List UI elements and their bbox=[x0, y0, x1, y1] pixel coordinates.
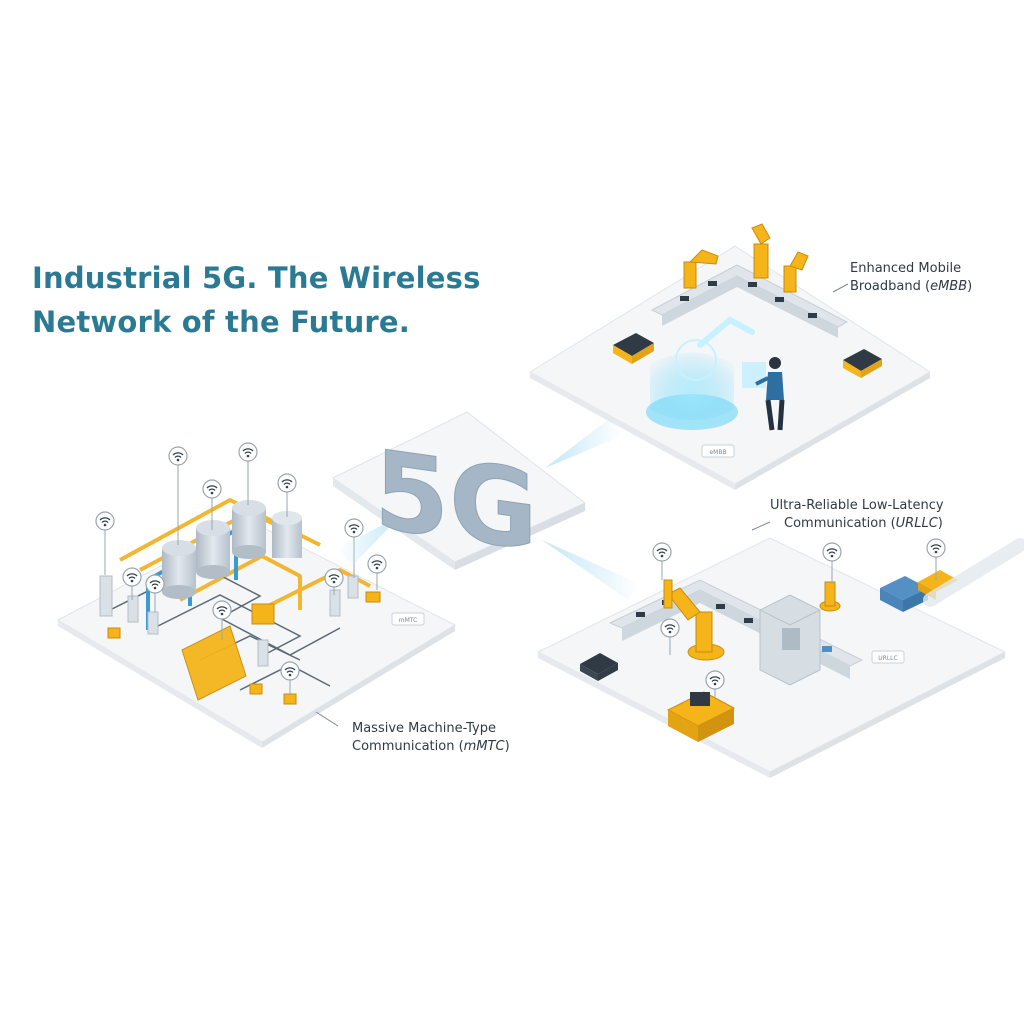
title-line-2: Network of the Future. bbox=[32, 305, 411, 339]
embb-callout-line-2: Broadband (eMBB) bbox=[850, 279, 973, 294]
urllc-callout-line-2: Communication (URLLC) bbox=[784, 516, 943, 531]
tank-icon bbox=[272, 511, 302, 558]
urllc-platform: URLLC bbox=[536, 537, 1024, 778]
tank-icon bbox=[162, 540, 196, 599]
person-icon bbox=[755, 357, 785, 431]
urllc-callout: Ultra-Reliable Low-Latency Communication… bbox=[770, 497, 944, 533]
pallet-icon bbox=[613, 333, 882, 378]
mmtc-leader-line bbox=[315, 711, 339, 727]
urllc-tag: URLLC bbox=[878, 655, 897, 662]
urllc-leader-line bbox=[751, 521, 771, 531]
embb-callout: Enhanced Mobile Broadband (eMBB) bbox=[850, 260, 972, 296]
inspection-station bbox=[759, 594, 821, 686]
page-title: Industrial 5G. The Wireless Network of t… bbox=[32, 256, 481, 344]
mmtc-callout-line-2: Communication (mMTC) bbox=[352, 739, 510, 754]
5g-hub: 5G bbox=[332, 411, 586, 576]
embb-callout-line-1: Enhanced Mobile bbox=[850, 261, 962, 276]
5g-label: 5G bbox=[374, 426, 538, 575]
title-line-1: Industrial 5G. The Wireless bbox=[32, 261, 481, 295]
pallet-icon bbox=[880, 570, 958, 612]
tank-icon bbox=[232, 500, 266, 559]
robot-arm-icon bbox=[819, 581, 841, 612]
mmtc-callout-line-1: Massive Machine-Type bbox=[352, 721, 496, 736]
urllc-callout-line-1: Ultra-Reliable Low-Latency bbox=[770, 498, 944, 513]
signal-beams bbox=[338, 418, 640, 600]
embb-tag: eMBB bbox=[709, 449, 726, 456]
embb-platform: eMBB bbox=[529, 223, 931, 490]
mmtc-callout: Massive Machine-Type Communication (mMTC… bbox=[352, 720, 510, 756]
hologram-robot-icon bbox=[646, 316, 766, 430]
mmtc-tag: mMTC bbox=[399, 617, 418, 624]
agv-icon bbox=[666, 691, 736, 742]
embb-leader-line bbox=[832, 283, 849, 293]
robot-arm-icon bbox=[683, 223, 809, 293]
tank-icon bbox=[196, 520, 230, 579]
pallet-icon bbox=[580, 653, 618, 681]
robot-arm-icon bbox=[663, 579, 725, 661]
